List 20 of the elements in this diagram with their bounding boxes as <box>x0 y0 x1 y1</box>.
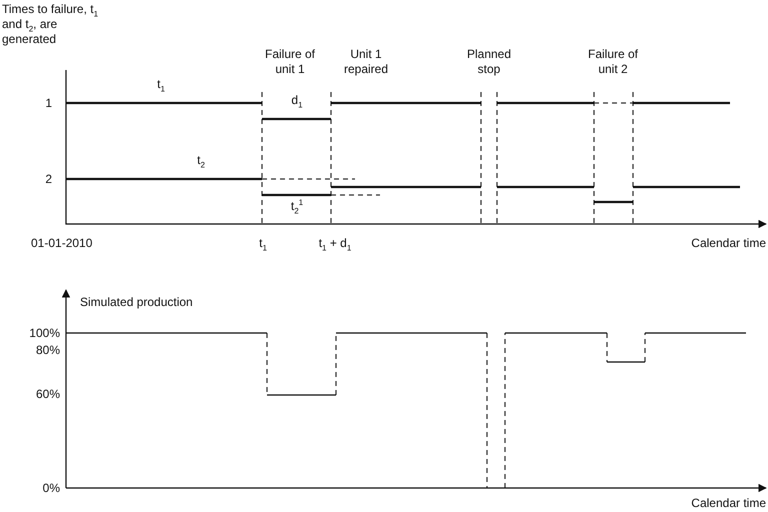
tick-label: 100% <box>29 326 60 341</box>
axis-title: Calendar time <box>691 496 766 511</box>
tick-label: 0% <box>42 481 60 496</box>
axis-title: Times to failure, t$_{1}$ and t$_{2}$, are generated <box>2 2 100 47</box>
duration-label: d$_{1}$ <box>291 93 303 108</box>
tick-label: 60% <box>36 387 60 402</box>
duration-label: t$_{2}$ <box>197 153 205 168</box>
axis-title: Simulated production <box>80 295 193 310</box>
time-label: t$_{1}$ + d$_{1}$ <box>318 236 352 251</box>
time-label: t$_{1}$ <box>259 236 267 251</box>
event-label: Failure of unit 2 <box>586 47 640 77</box>
unit-label: 2 <box>45 172 52 187</box>
unit-label: 1 <box>45 96 52 111</box>
event-label: Failure of unit 1 <box>264 47 316 77</box>
event-label: Planned stop <box>466 47 512 77</box>
tick-label: 80% <box>36 343 60 358</box>
event-label: Unit 1 repaired <box>342 47 390 77</box>
axis-title: Calendar time <box>691 236 766 251</box>
duration-label: t$_{1}$ <box>157 77 165 92</box>
date-label: 01-01-2010 <box>31 236 92 251</box>
